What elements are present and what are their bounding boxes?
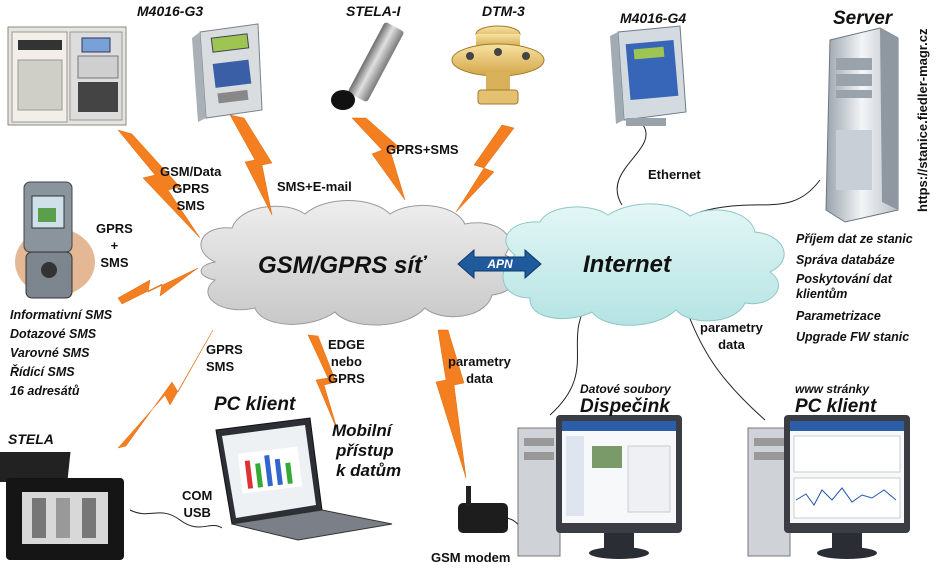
bolt-g3	[229, 114, 273, 216]
device-laptop	[215, 417, 393, 541]
device-client-pc	[747, 415, 910, 559]
device-stela-case	[0, 452, 124, 560]
www-title: PC klient	[795, 396, 877, 417]
gsm-cloud-label: GSM/GPRS síť	[258, 252, 426, 279]
sms-type: Informativní SMS	[10, 308, 113, 322]
device-phone	[15, 181, 95, 299]
label-m4016g4: M4016-G4	[620, 10, 687, 26]
sms-type: Dotazové SMS	[10, 327, 97, 341]
bolt-laptop	[307, 334, 339, 433]
link-ethernet: Ethernet	[648, 167, 701, 182]
lightning-bolts	[117, 114, 515, 479]
server-feature: Parametrizace	[796, 309, 881, 323]
device-stelai	[331, 22, 404, 110]
sms-type: Řídící SMS	[10, 365, 75, 379]
bolt-stela	[117, 329, 214, 449]
sms-type: Varovné SMS	[10, 346, 90, 360]
server-feature: Poskytování dat klientům	[796, 272, 892, 301]
line-g4-internet	[616, 124, 647, 206]
label-dtm3: DTM-3	[482, 3, 525, 19]
server-feature: Příjem dat ze stanic	[796, 232, 913, 246]
dispatch-caption: Datové soubory	[580, 382, 671, 396]
www-caption: www stránky	[795, 382, 870, 396]
label-pc-client-laptop: PC klient	[214, 394, 296, 415]
modem-label: GSM modem	[431, 550, 511, 565]
link-gprs-sms-top: GPRS+SMS	[386, 142, 459, 157]
line-internet-server	[699, 179, 821, 213]
line-stela-laptop	[129, 509, 223, 529]
device-m4016g3	[192, 23, 263, 122]
bolt-dtm	[455, 124, 515, 213]
bolt-modem	[435, 329, 467, 479]
device-gsm-modem	[458, 486, 508, 533]
server-feature: Správa databáze	[796, 253, 895, 267]
label-m4016g3: M4016-G3	[137, 3, 204, 19]
internet-cloud-label: Internet	[583, 251, 672, 278]
mobile-access-label: Mobilní přístup k datům	[332, 421, 402, 480]
apn-label: APN	[487, 257, 513, 271]
server-features-list: Příjem dat ze stanic Správa databáze Pos…	[796, 230, 916, 346]
bolt-g3left	[117, 129, 201, 239]
device-m4016g4	[610, 25, 687, 126]
label-stela: STELA	[8, 431, 54, 447]
bolt-phone	[117, 267, 199, 305]
link-phone: GPRS+SMS	[96, 221, 133, 270]
label-stelai: STELA-I	[346, 3, 401, 19]
dispatch-title: Dispečink	[580, 396, 670, 417]
device-m4016g3-cabinet	[7, 26, 127, 126]
label-server: Server	[833, 8, 893, 29]
internet-cloud	[502, 203, 785, 326]
bolt-stelai	[351, 117, 406, 201]
sms-type: 16 adresátů	[10, 384, 80, 398]
sms-types-list: Informativní SMS Dotazové SMS Varovné SM…	[10, 306, 112, 401]
device-server-tower	[825, 27, 899, 223]
device-dispatch-pc	[517, 415, 682, 559]
server-url: https://stanice.fiedler-magr.cz	[915, 28, 930, 213]
server-feature: Upgrade FW stanic	[796, 330, 910, 344]
link-sms-email: SMS+E-mail	[277, 179, 352, 194]
device-dtm3	[451, 25, 545, 105]
apn-arrow	[457, 248, 542, 280]
